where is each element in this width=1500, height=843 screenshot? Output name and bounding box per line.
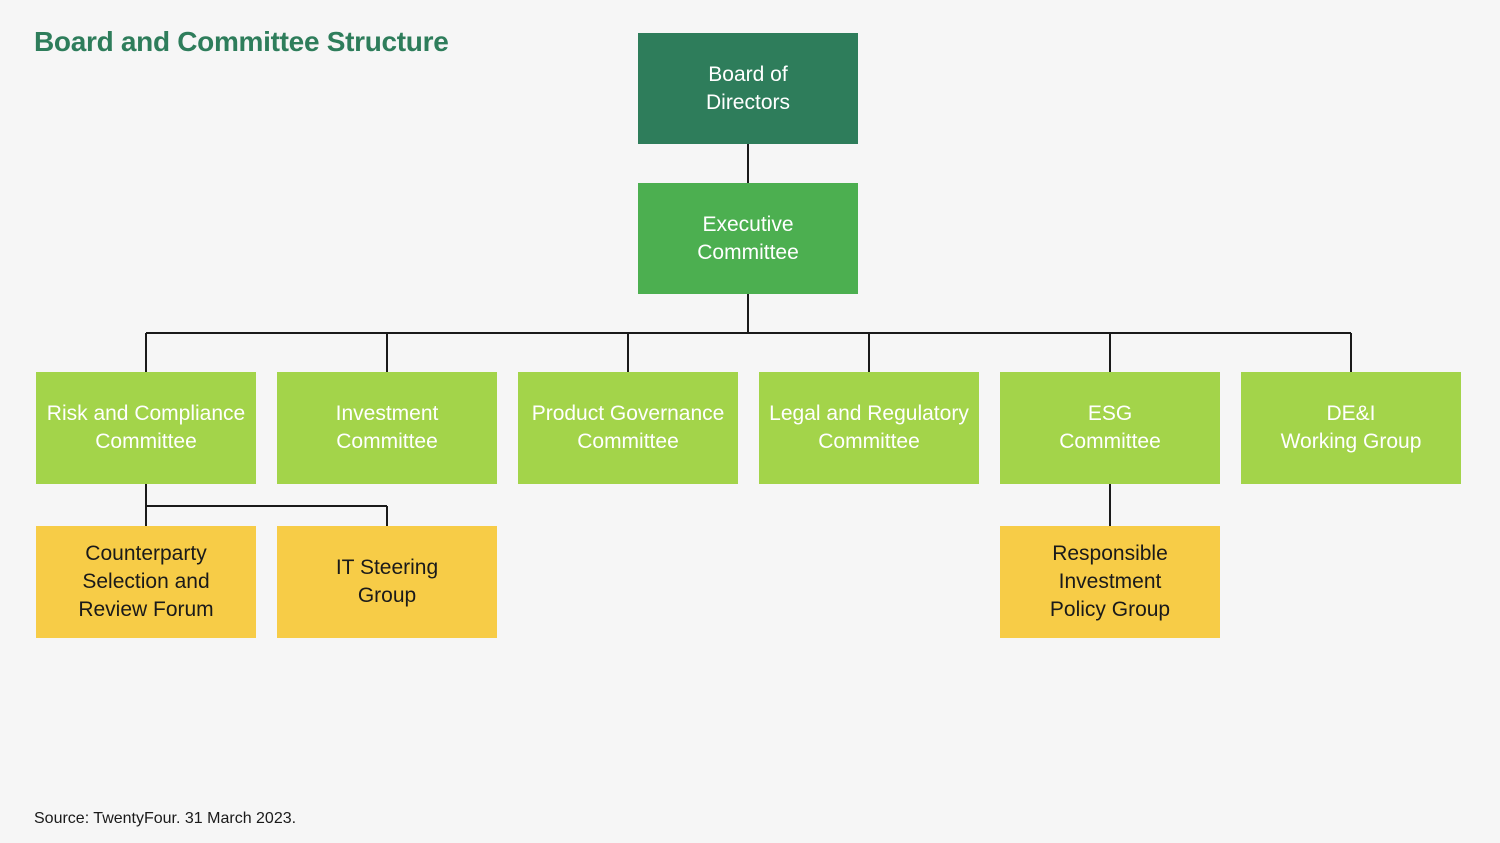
node-risk-compliance-committee: Risk and Compliance Committee (36, 372, 256, 484)
node-it-steering-group: IT Steering Group (277, 526, 497, 638)
node-product-governance-committee: Product Governance Committee (518, 372, 738, 484)
node-esg-committee: ESG Committee (1000, 372, 1220, 484)
source-note: Source: TwentyFour. 31 March 2023. (34, 810, 297, 827)
page-title: Board and Committee Structure (34, 26, 449, 57)
node-counterparty-forum: Counterparty Selection and Review Forum (36, 526, 256, 638)
node-legal-regulatory-committee: Legal and Regulatory Committee (759, 372, 979, 484)
node-board-of-directors: Board of Directors (638, 33, 858, 144)
node-dei-working-group: DE&I Working Group (1241, 372, 1461, 484)
node-responsible-investment-group: Responsible Investment Policy Group (1000, 526, 1220, 638)
node-executive-committee: Executive Committee (638, 183, 858, 294)
node-investment-committee: Investment Committee (277, 372, 497, 484)
